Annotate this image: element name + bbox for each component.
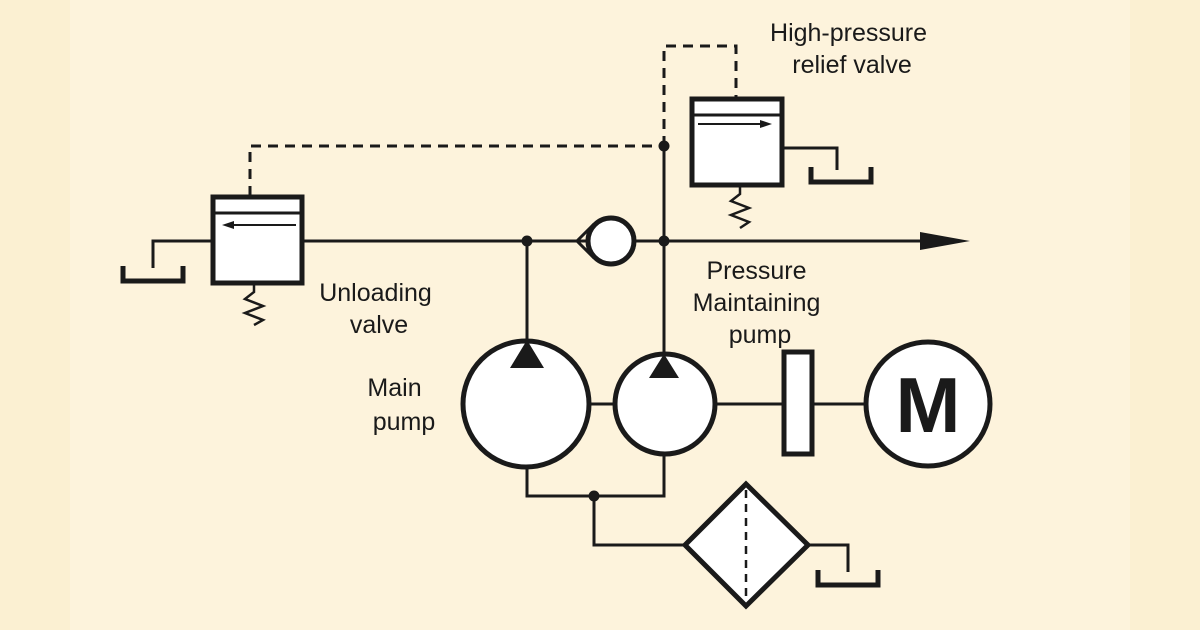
labels: High-pressure relief valve Unloading val…: [319, 19, 934, 436]
main-pump-circle: [460, 338, 592, 470]
pressure-maintaining-pump-label: Pressure Maintaining pump: [693, 257, 828, 349]
junction-dot: [588, 490, 600, 502]
spring-icon: [241, 285, 267, 327]
tank-icon: [815, 570, 881, 588]
pilot-lines: [248, 44, 738, 196]
pilot-line-unloading: [248, 144, 664, 196]
relief-tank-line: [782, 146, 839, 170]
pressure-maintaining-pump: [612, 351, 718, 457]
unloading-valve-arrow-icon: [222, 221, 234, 229]
label-line: pump: [729, 321, 792, 349]
unloading-tank-line: [151, 239, 213, 268]
filter-inlet-line: [592, 496, 685, 547]
high-pressure-relief-valve: [689, 96, 785, 230]
tank-icon: [808, 167, 874, 185]
shaft-coupling-block: [781, 349, 815, 457]
filter-body: [681, 480, 812, 610]
unloading-valve-body: [210, 194, 305, 286]
filter: [681, 480, 812, 610]
check-valve: [574, 215, 637, 267]
hydraulic-lines: [151, 146, 935, 572]
main-pump-direction-icon: [510, 340, 544, 368]
main-pump-label: Main pump: [367, 374, 435, 436]
high-pressure-relief-valve-label: High-pressure relief valve: [770, 19, 934, 79]
check-valve-ball: [585, 215, 637, 267]
diagram-panel: [70, 0, 1130, 630]
tank-icon: [120, 266, 186, 284]
label-line: Pressure: [707, 257, 807, 285]
label-line: Unloading: [319, 279, 432, 307]
label-line: valve: [350, 311, 408, 339]
spring-icon: [727, 187, 753, 230]
electric-motor: M: [863, 339, 993, 469]
label-line: Main: [367, 374, 421, 402]
motor-letter: M: [896, 361, 961, 449]
junction-dots: [521, 140, 670, 502]
junction-dot: [658, 235, 670, 247]
label-line: Maintaining: [693, 289, 821, 317]
relief-valve-arrow-icon: [760, 120, 772, 128]
pm-pump-direction-icon: [649, 354, 679, 378]
main-pump: [460, 338, 592, 470]
relief-valve-body: [689, 96, 785, 188]
junction-dot: [521, 235, 533, 247]
pm-pump-circle: [612, 351, 718, 457]
pilot-line-relief: [662, 44, 738, 146]
junction-dot: [658, 140, 670, 152]
unloading-valve-label: Unloading valve: [319, 279, 439, 339]
unloading-valve: [210, 194, 305, 327]
label-line: relief valve: [792, 51, 912, 79]
flow-arrow-icon: [920, 232, 970, 250]
tank-icons: [120, 167, 881, 588]
motor-circle: [863, 339, 993, 469]
filter-tank-line: [808, 543, 850, 572]
label-line: High-pressure: [770, 19, 927, 47]
label-line: pump: [373, 408, 436, 436]
